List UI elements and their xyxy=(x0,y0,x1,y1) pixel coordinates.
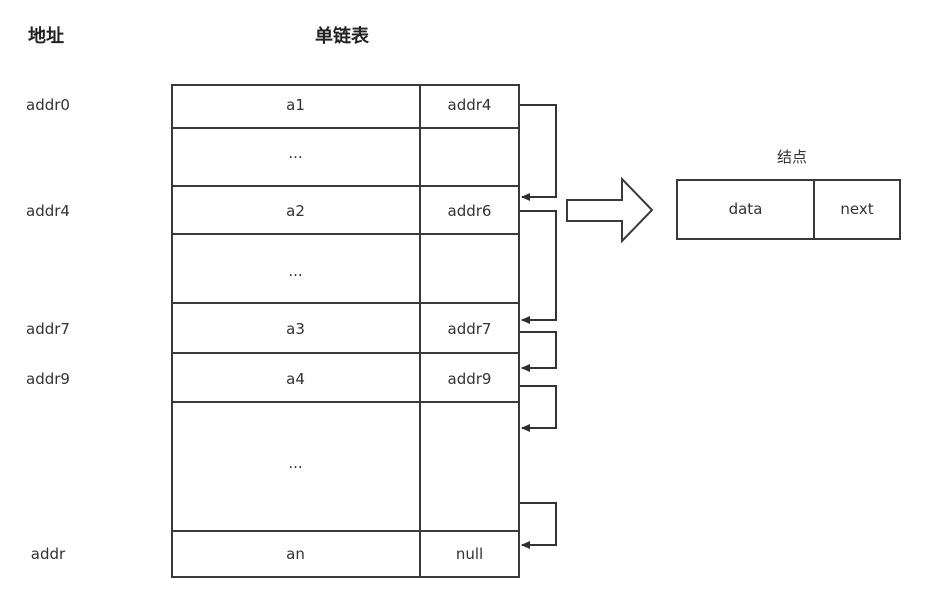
row-divider xyxy=(171,127,520,129)
address-label-addr0: addr0 xyxy=(26,96,70,114)
pointer-arrow xyxy=(520,502,557,549)
pointer-arrow xyxy=(520,385,557,432)
address-label-addr9: addr9 xyxy=(26,370,70,388)
next-cell-addr6: addr6 xyxy=(447,202,492,220)
data-cell-ellipsis: ... xyxy=(288,454,303,472)
node-structure-box xyxy=(676,179,901,240)
node-structure-title: 结点 xyxy=(776,148,807,166)
row-divider xyxy=(171,530,520,532)
next-cell-addr9: addr9 xyxy=(447,370,492,388)
address-label-addr7: addr7 xyxy=(26,320,70,338)
data-cell-ellipsis: ... xyxy=(288,262,303,280)
row-divider xyxy=(171,302,520,304)
next-cell-addr7: addr7 xyxy=(447,320,492,338)
column-divider xyxy=(419,84,421,578)
pointer-arrow xyxy=(520,331,557,372)
row-divider xyxy=(171,352,520,354)
row-divider xyxy=(171,401,520,403)
data-cell-ellipsis: ... xyxy=(288,144,303,162)
node-next-field: next xyxy=(840,200,874,218)
address-label-addr: addr xyxy=(30,545,66,563)
next-cell-addr4: addr4 xyxy=(447,96,492,114)
data-cell-a3: a3 xyxy=(286,320,305,338)
next-cell-null: null xyxy=(455,545,484,563)
node-field-divider xyxy=(813,179,815,240)
expand-node-arrow xyxy=(566,176,654,244)
pointer-arrow xyxy=(520,210,557,324)
address-label-addr4: addr4 xyxy=(26,202,70,220)
data-cell-a2: a2 xyxy=(286,202,305,220)
memory-table xyxy=(171,84,520,578)
row-divider xyxy=(171,233,520,235)
node-data-field: data xyxy=(728,200,763,218)
data-cell-a4: a4 xyxy=(286,370,305,388)
row-divider xyxy=(171,185,520,187)
linked-list-title: 单链表 xyxy=(315,26,369,47)
data-cell-an: an xyxy=(286,545,305,563)
data-cell-a1: a1 xyxy=(286,96,305,114)
pointer-arrow xyxy=(520,104,557,201)
address-column-header: 地址 xyxy=(28,26,64,47)
